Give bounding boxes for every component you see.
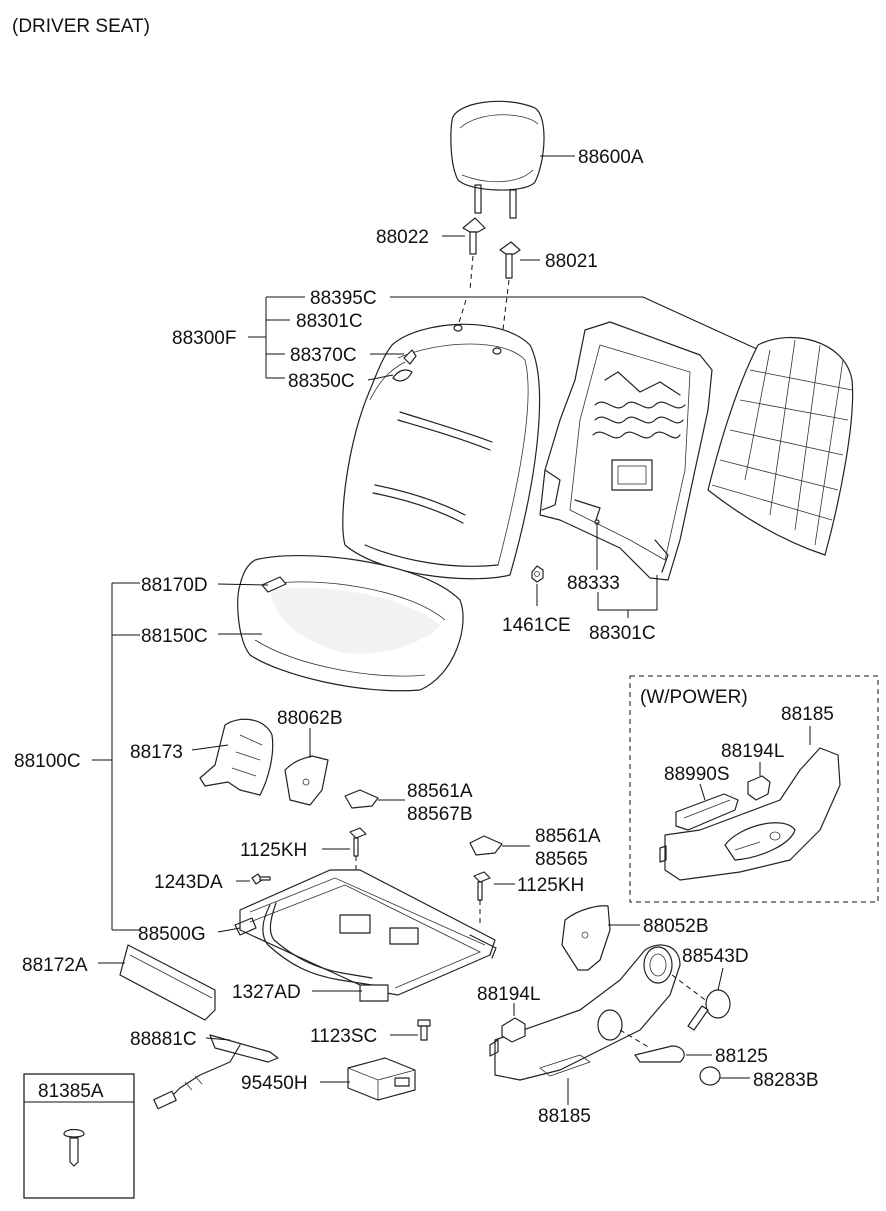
side-shield-88185-illustration (489, 944, 681, 1081)
label-88185-bottom: 88185 (538, 1106, 591, 1127)
headrest-guide-88022 (457, 217, 486, 327)
label-88600A: 88600A (578, 147, 644, 168)
label-88990S: 88990S (664, 764, 730, 785)
knob-88543D-illustration (687, 989, 731, 1031)
label-88022: 88022 (376, 227, 429, 248)
cap-88283B-illustration (699, 1066, 721, 1086)
power-switch-88990S-illustration (675, 793, 739, 831)
cover-88173-illustration (199, 718, 274, 796)
label-1123SC: 1123SC (310, 1026, 377, 1047)
diagram-title: (DRIVER SEAT) (12, 16, 150, 37)
label-88301C-bottom: 88301C (589, 623, 656, 644)
label-88333: 88333 (567, 573, 620, 594)
clip-81385A-illustration (63, 1128, 85, 1167)
power-box-title: (W/POWER) (640, 687, 748, 708)
headrest-illustration (450, 100, 545, 219)
label-88567B: 88567B (407, 804, 473, 825)
label-88052B: 88052B (643, 916, 709, 937)
cable-88881C-illustration (153, 1034, 279, 1110)
seat-back-frame-illustration (539, 321, 713, 581)
module-95450H-illustration (347, 1057, 416, 1101)
seat-back-board-illustration (707, 337, 854, 556)
screw-1123SC (417, 1019, 431, 1041)
label-88062B: 88062B (277, 708, 343, 729)
label-88194L-power: 88194L (721, 741, 784, 762)
label-88100C: 88100C (14, 751, 81, 772)
inset-box (23, 1073, 135, 1199)
screw-1243DA (251, 873, 271, 885)
label-88395C: 88395C (310, 288, 377, 309)
clip-88561A-lower (469, 835, 503, 856)
label-88283B: 88283B (753, 1070, 819, 1091)
label-88370C: 88370C (290, 345, 357, 366)
clip-88561A-upper (344, 789, 379, 809)
label-88185-power: 88185 (781, 704, 834, 725)
power-side-shield-88185-illustration (659, 747, 841, 881)
trim-panel-88172A-illustration (119, 944, 216, 1021)
label-88194L-bottom: 88194L (477, 984, 540, 1005)
label-88173: 88173 (130, 742, 183, 763)
label-88500G: 88500G (138, 924, 206, 945)
label-88170D: 88170D (141, 575, 208, 596)
label-88150C: 88150C (141, 626, 208, 647)
label-1125KH-lower: 1125KH (517, 875, 584, 896)
label-1461CE: 1461CE (502, 615, 571, 636)
label-88561A-lower: 88561A (535, 826, 601, 847)
label-88350C: 88350C (288, 371, 355, 392)
bolt-1125KH-lower (473, 871, 491, 901)
bolt-1125KH-upper (349, 827, 367, 857)
lever-88125-illustration (634, 1045, 685, 1063)
power-knob-88194L-illustration (747, 775, 771, 801)
label-88561A-upper: 88561A (407, 781, 473, 802)
seat-track-illustration (234, 869, 497, 1002)
label-88301C-top: 88301C (296, 311, 363, 332)
cover-88052B-illustration (561, 905, 611, 971)
label-95450H: 95450H (241, 1073, 308, 1094)
label-88565: 88565 (535, 849, 588, 870)
power-option-box (629, 675, 879, 903)
label-88300F: 88300F (172, 328, 236, 349)
label-1243DA: 1243DA (154, 872, 223, 893)
cover-88062B-illustration (284, 755, 329, 806)
seat-back-illustration (342, 323, 541, 580)
seat-cushion-illustration (237, 554, 464, 692)
label-88543D: 88543D (682, 946, 749, 967)
label-88172A: 88172A (22, 955, 88, 976)
label-88021: 88021 (545, 251, 598, 272)
label-1125KH-upper: 1125KH (240, 840, 307, 861)
label-88881C: 88881C (130, 1029, 197, 1050)
nut-1461CE (531, 565, 544, 583)
switch-88194L-illustration (501, 1017, 526, 1043)
label-88125: 88125 (715, 1046, 768, 1067)
inset-box-label: 81385A (38, 1081, 104, 1102)
label-1327AD: 1327AD (232, 982, 301, 1003)
